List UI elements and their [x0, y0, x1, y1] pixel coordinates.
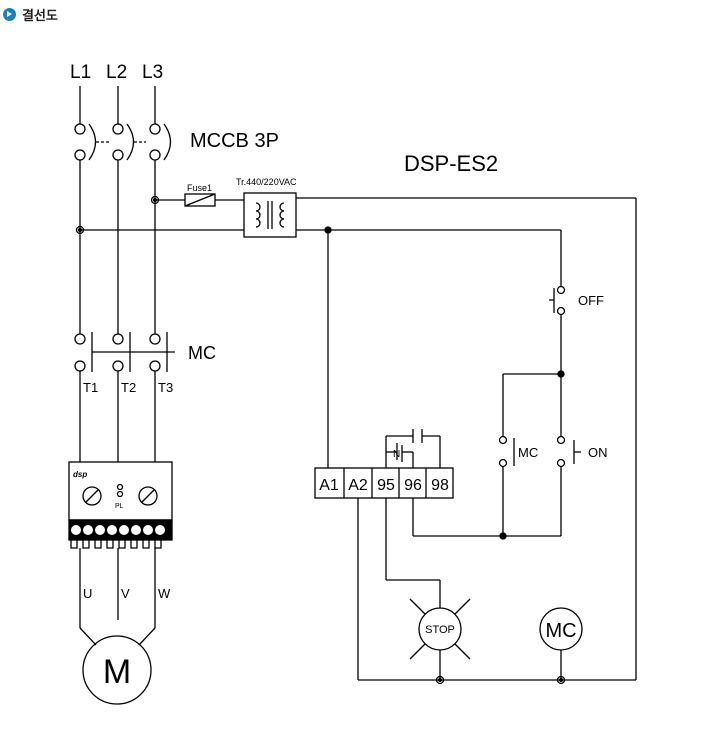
phase-label-l2: L2	[106, 62, 127, 83]
bullet-arrow-icon	[3, 7, 16, 21]
overload-relay	[68, 461, 173, 549]
phase-label-l1: L1	[70, 62, 91, 83]
stop-lamp	[409, 598, 471, 660]
mccb-label: MCCB 3P	[190, 130, 279, 152]
motor-label-v: V	[121, 586, 130, 601]
stop-lamp-label: STOP	[425, 624, 455, 636]
section-title: 결선도	[22, 8, 58, 24]
junction-dots	[75, 195, 566, 685]
terminal-a2: A2	[348, 477, 368, 494]
on-button-contact	[556, 435, 581, 468]
output-label-t2: T2	[121, 380, 136, 395]
output-lines	[79, 371, 156, 462]
terminal-block	[314, 467, 454, 499]
transformer	[243, 192, 297, 238]
mc-contact-label: MC	[518, 445, 538, 460]
phase-label-l3: L3	[142, 62, 163, 83]
device-title: DSP-ES2	[404, 151, 498, 176]
on-label: ON	[588, 445, 608, 460]
relay-pl-label: PL	[115, 503, 124, 510]
control-wiring	[80, 197, 637, 681]
phase-lines-middle	[79, 160, 156, 334]
relay-brand: dsp	[73, 470, 87, 479]
motor-leads	[79, 548, 156, 646]
fuse-label: Fuse1	[187, 183, 212, 193]
terminal-95: 95	[377, 477, 395, 494]
section-header: 결선도	[0, 2, 58, 26]
relay-internal-contacts	[385, 429, 441, 468]
output-label-t3: T3	[158, 380, 173, 395]
terminal-96: 96	[404, 477, 422, 494]
motor	[82, 635, 152, 705]
mc-label: MC	[188, 343, 216, 363]
terminal-98: 98	[431, 477, 449, 494]
off-label: OFF	[578, 293, 604, 308]
mccb-breaker	[74, 123, 172, 161]
output-label-t1: T1	[83, 380, 98, 395]
motor-label-u: U	[83, 586, 92, 601]
mc-coil	[539, 607, 583, 651]
mc-aux-contact	[498, 435, 515, 468]
terminal-a1: A1	[319, 477, 339, 494]
phase-lines-top	[79, 86, 156, 124]
mc-coil-label: MC	[545, 620, 576, 642]
motor-label: M	[103, 653, 131, 691]
transformer-label: Tr.440/220VAC	[236, 177, 297, 187]
mc-contactor	[74, 332, 175, 372]
relay-n-label: N	[393, 449, 400, 460]
off-button-contact	[549, 285, 566, 316]
motor-label-w: W	[158, 586, 171, 601]
